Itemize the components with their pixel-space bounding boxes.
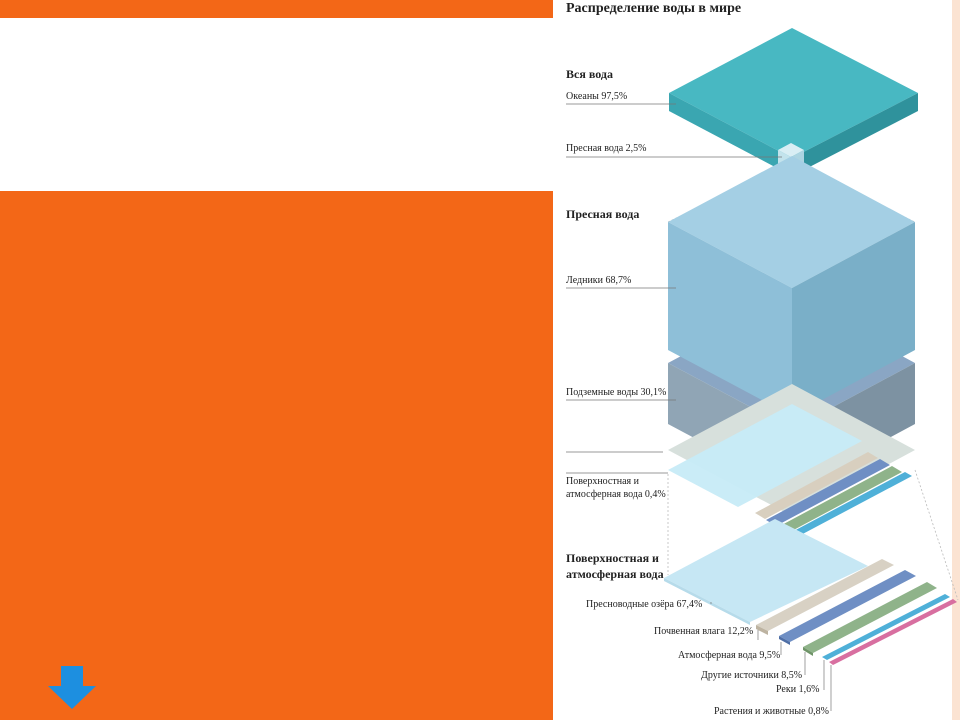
glacier-cube	[668, 156, 915, 416]
section-surface-line1: Поверхностная и	[566, 551, 659, 565]
section-all-water: Вся вода	[566, 67, 613, 81]
label-surface-line2: атмосферная вода 0,4%	[566, 489, 666, 500]
surface-water-slab-small	[668, 384, 915, 537]
rivers-bar	[822, 594, 950, 660]
label-other: Другие источники 8,5%	[701, 670, 802, 681]
orange-top-band	[0, 0, 553, 18]
orange-main-panel	[0, 191, 553, 720]
soil-moisture-bar	[756, 559, 894, 635]
label-fresh-water: Пресная вода 2,5%	[566, 143, 646, 154]
label-oceans: Океаны 97,5%	[566, 91, 627, 102]
section-fresh-water: Пресная вода	[566, 207, 639, 221]
section-surface-line2: атмосферная вода	[566, 567, 664, 581]
label-soil: Почвенная влага 12,2%	[654, 626, 753, 637]
label-groundwater: Подземные воды 30,1%	[566, 387, 666, 398]
other-sources-bar	[803, 582, 937, 656]
ocean-slab	[669, 28, 918, 176]
label-surface-line1: Поверхностная и	[566, 476, 640, 487]
label-plants: Растения и животные 0,8%	[714, 706, 829, 717]
lakes-slab	[664, 519, 868, 625]
plants-animals-bar	[829, 599, 957, 665]
label-lakes: Пресноводные озёра 67,4%	[586, 599, 702, 610]
label-rivers: Реки 1,6%	[776, 684, 819, 695]
atmospheric-water-bar	[779, 570, 916, 645]
slide-right-edge	[952, 0, 960, 720]
label-glaciers: Ледники 68,7%	[566, 275, 631, 286]
diagram-title: Распределение воды в мире	[566, 1, 741, 16]
label-atmosphere: Атмосферная вода 9,5%	[678, 650, 780, 661]
down-arrow-icon[interactable]	[46, 666, 98, 710]
